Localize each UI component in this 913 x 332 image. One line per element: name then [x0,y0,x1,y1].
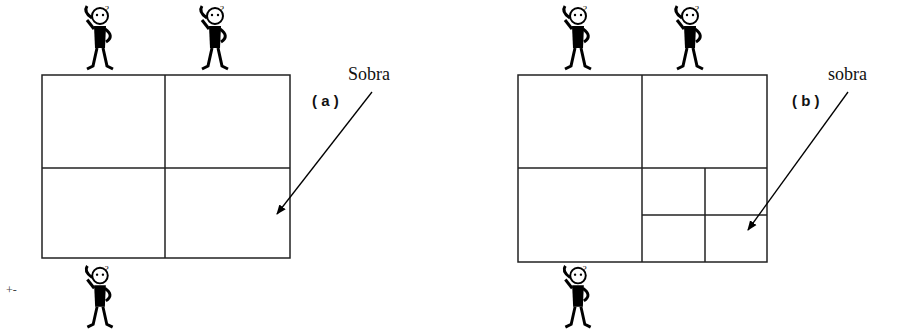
square-a [42,75,290,258]
thinker [201,4,228,69]
figure-tag: ( b ) [792,90,820,111]
note-text: +- [6,280,17,301]
thinker [86,4,113,69]
leader-arrow [748,92,848,230]
thinker [564,4,591,69]
thinker [676,4,703,69]
square-b [518,75,767,262]
callout-label: Sobra [348,64,390,85]
thinker [564,264,590,327]
callout-label: sobra [828,64,867,85]
figure-tag: ( a ) [312,90,339,111]
leader-arrow [277,92,372,214]
thinker [86,264,112,327]
